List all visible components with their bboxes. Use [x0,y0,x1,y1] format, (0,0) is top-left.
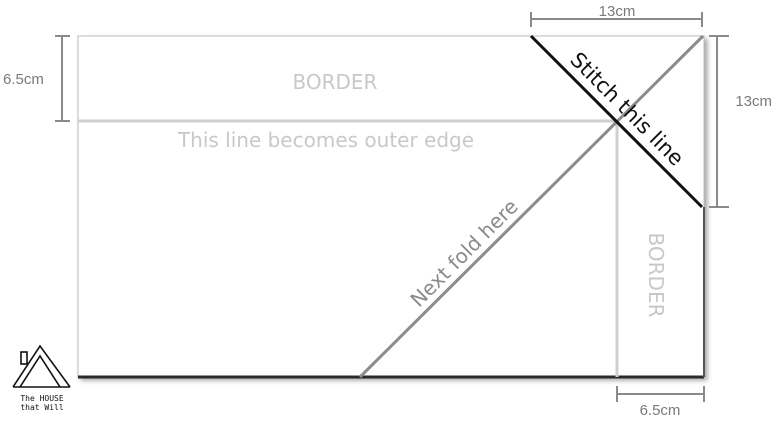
border-top-label: BORDER [293,70,378,94]
border-side-label: BORDER [644,233,668,318]
outer-edge-label: This line becomes outer edge [177,128,474,152]
dim-top-text: 13cm [599,3,636,20]
dim-left-text: 6.5cm [3,71,44,88]
chimney-icon [20,351,28,365]
dim-bottom-text: 6.5cm [640,402,681,419]
fold-line [358,34,705,379]
house-roof-icon [12,344,71,388]
house-logo [12,344,71,388]
dimension-bottom [616,386,705,402]
dim-right-text: 13cm [735,93,772,110]
fabric-rectangle [77,35,705,378]
dimension-top [530,12,703,27]
stitch-line [529,34,704,209]
dimension-right [709,35,729,208]
logo-text-line2: that Will [20,403,64,412]
dimension-left [55,35,70,122]
logo-text-line1: The HOUSE [20,394,64,403]
